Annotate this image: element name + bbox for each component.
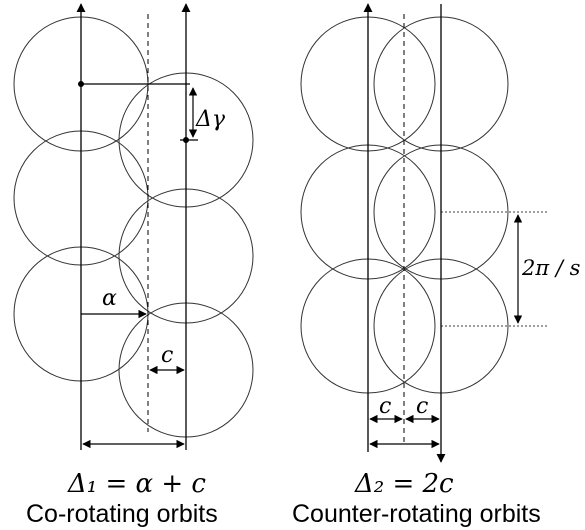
counter-rotating-caption: Counter-rotating orbits (292, 500, 541, 528)
delta2-equation: Δ₂ = 2c (354, 469, 454, 499)
co-rotating-panel: Δγ α c Δ₁ = α + c Co-rotating orbits (13, 3, 254, 528)
c-label: c (161, 343, 173, 368)
c-right-label: c (416, 394, 428, 419)
period-label: 2π / s (521, 256, 581, 280)
orbit-center-dot (183, 137, 189, 143)
co-rotating-caption: Co-rotating orbits (26, 500, 218, 528)
counter-rotating-panel: 2π / s c c Δ₂ = 2c Counter-rotating orbi… (292, 3, 581, 528)
orbit-center-dot (78, 81, 84, 87)
c-left-label: c (379, 394, 391, 419)
delta1-equation: Δ₁ = α + c (67, 469, 206, 499)
alpha-label: α (102, 286, 117, 311)
delta-gamma-label: Δγ (195, 107, 226, 132)
